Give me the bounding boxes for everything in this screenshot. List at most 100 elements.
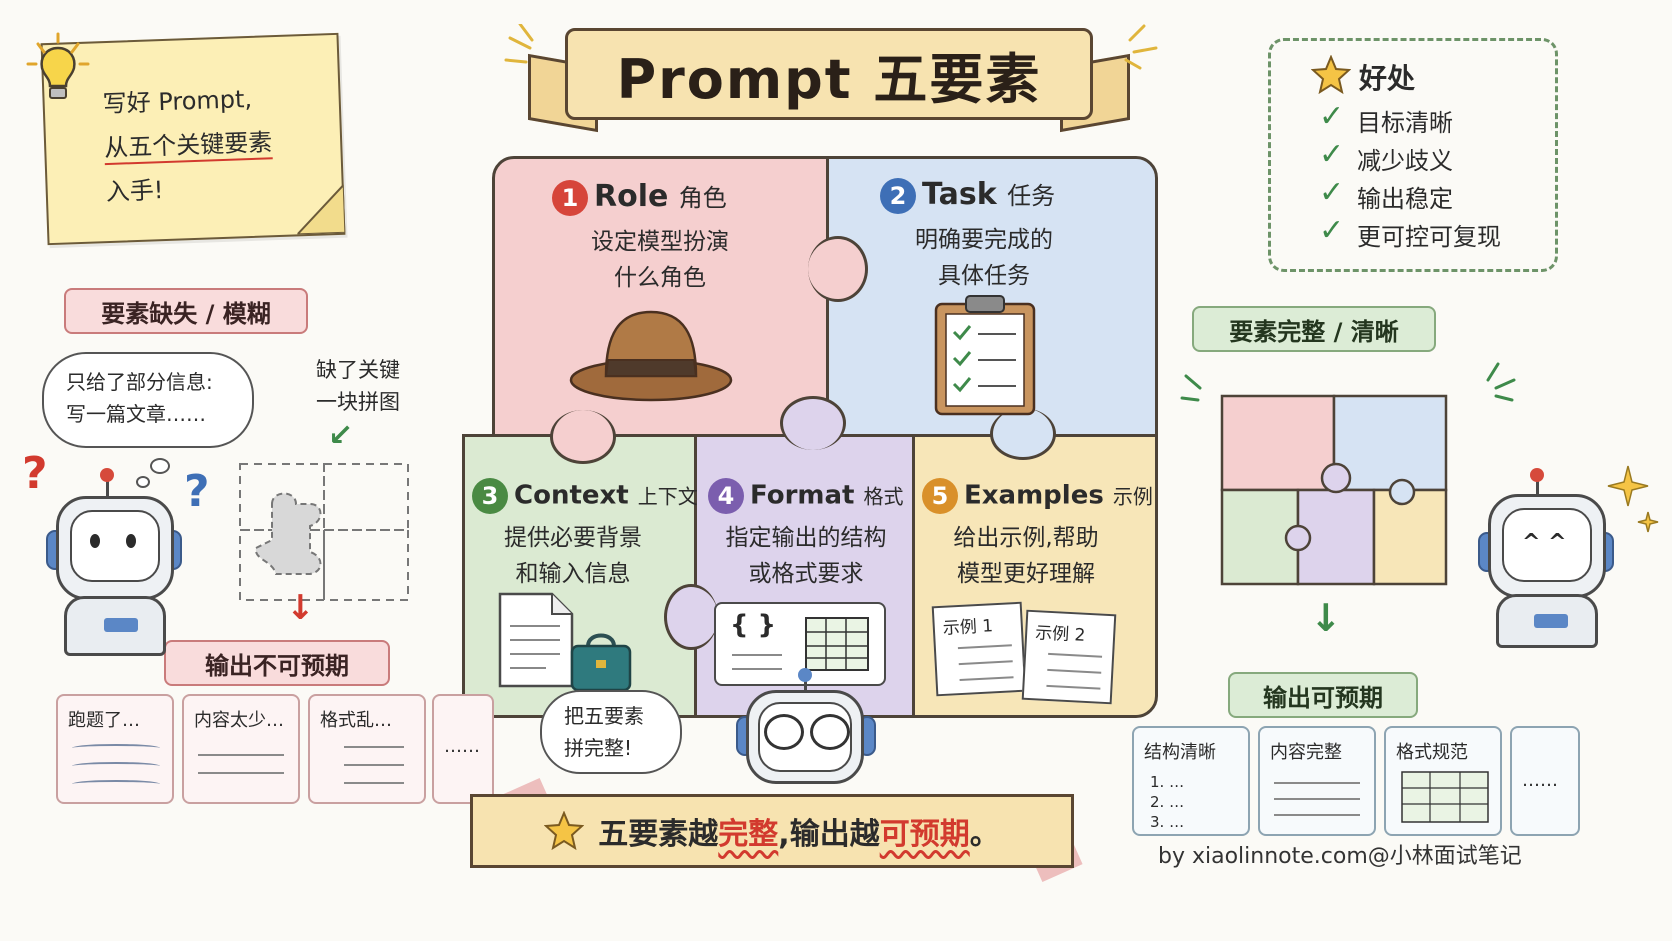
summary-banner: 五要素越完整,输出越可预期。 [470,794,1074,868]
sparkle-lines-right [1124,24,1158,70]
output-card: 内容太少… [182,694,300,804]
missing-piece-note: 缺了关键一块拼图 [316,358,400,414]
piece-desc-format: 指定输出的结构或格式要求 [725,525,887,587]
benefits-box: 好处 ✓目标清晰 ✓减少歧义 ✓输出稳定 ✓更可控可复现 [1268,38,1558,272]
glasses-icon [810,714,850,750]
puzzle-knob [550,410,616,464]
hat-icon [569,310,733,402]
benefit-item: ✓更可控可复现 [1319,213,1501,251]
predictable-output-tag: 输出可预期 [1228,672,1418,718]
robot-face [1502,508,1592,582]
antenna-ball [100,468,114,482]
sparkle-lines [1486,362,1516,402]
table-icon [805,617,869,671]
arrow-down-icon: ↓ [1310,596,1342,640]
question-mark-icon: ? [184,466,210,517]
speech-bubble: 把五要素 拼完整! [540,690,682,774]
thought-dot [136,476,150,488]
complete-elements-tag: 要素完整 / 清晰 [1192,306,1436,352]
sticky-note: 写好 Prompt, 从五个关键要素 入手! [40,32,346,246]
bubble-line: 只给了部分信息: [66,370,213,394]
text-line [1048,652,1103,658]
output-card: 结构清晰 1. …2. …3. … [1132,726,1250,836]
check-icon: ✓ [1319,137,1345,172]
check-icon: ✓ [1319,99,1345,134]
incomplete-puzzle [239,463,409,601]
piece-desc-context: 提供必要背景和输入信息 [504,525,642,587]
sticky-fold [295,184,346,235]
unpredictable-output-tag: 输出不可预期 [164,640,390,686]
robot-face [70,510,160,582]
text-line [1047,668,1102,674]
table-icon [1401,771,1489,823]
text-line [958,660,1013,666]
text-line [732,668,782,670]
lightbulb-icon [26,32,90,99]
puzzle-knob [664,584,718,650]
thought-bubble: 只给了部分信息: 写一篇文章…… [42,352,254,448]
piece-desc-role: 设定模型扮演什么角色 [591,229,729,291]
output-card: 跑题了… [56,694,174,804]
output-card: …… [1510,726,1580,836]
text-line [959,676,1014,682]
example-label: 示例 1 [942,616,994,639]
text-line [957,644,1012,650]
smile-eyes: ^ ^ [1522,530,1567,555]
complete-puzzle [1220,394,1448,586]
piece-desc-task: 明确要完成的具体任务 [915,227,1053,289]
example-card-2: 示例 2 [1021,609,1117,705]
check-icon: ✓ [1319,213,1345,248]
antenna-ball [798,668,812,682]
clipboard-icon [934,295,1036,416]
puzzle-knob [780,396,846,450]
antenna [1536,476,1539,496]
example-card-1: 示例 1 [931,601,1027,697]
example-label: 示例 2 [1034,623,1086,646]
sticky-line-2: 从五个关键要素 [103,128,273,163]
antenna-ball [1530,468,1544,482]
output-card: 内容完整 [1258,726,1376,836]
text-line [1046,684,1101,690]
page-title: Prompt 五要素 [565,28,1093,120]
sticky-line-1: 写好 Prompt, [102,84,253,119]
braces-icon: { } [730,610,777,640]
antenna [106,476,109,498]
numbered-list: 1. …2. …3. … [1150,773,1185,831]
piece-desc-examples: 给出示例,帮助模型更好理解 [953,525,1099,587]
bubble-line: 写一篇文章…… [66,402,206,426]
benefits-title: 好处 [1359,62,1416,95]
benefit-item: ✓目标清晰 [1319,99,1453,137]
benefit-item: ✓减少歧义 [1319,137,1453,175]
check-icon: ✓ [1319,175,1345,210]
star-icon [544,811,585,851]
arrow-icon: ↙ [328,418,354,453]
text-line [732,654,782,656]
output-card: 格式乱… [308,694,426,804]
star-icon [1311,55,1351,95]
benefit-item: ✓输出稳定 [1319,175,1453,213]
credit-text: by xiaolinnote.com@小林面试笔记 [1158,844,1522,869]
robot-badge [104,618,138,632]
robot-badge [1534,614,1568,628]
sparkle-lines [1180,374,1202,402]
puzzle-knob [808,236,868,302]
output-card: 格式规范 [1384,726,1502,836]
sticky-line-3: 入手! [105,176,164,207]
sparkle-icon [1607,465,1659,533]
puzzle-knob [990,408,1056,460]
output-card: …… [432,694,494,804]
thought-dot [150,458,170,474]
sparkle-lines-left [504,24,534,64]
glasses-icon [764,714,804,750]
briefcase-icon [570,633,632,692]
question-mark-icon: ? [22,448,48,499]
document-icon [498,592,574,688]
antenna [804,676,807,694]
arrow-down-icon: ↓ [286,588,315,628]
missing-elements-tag: 要素缺失 / 模糊 [64,288,308,334]
